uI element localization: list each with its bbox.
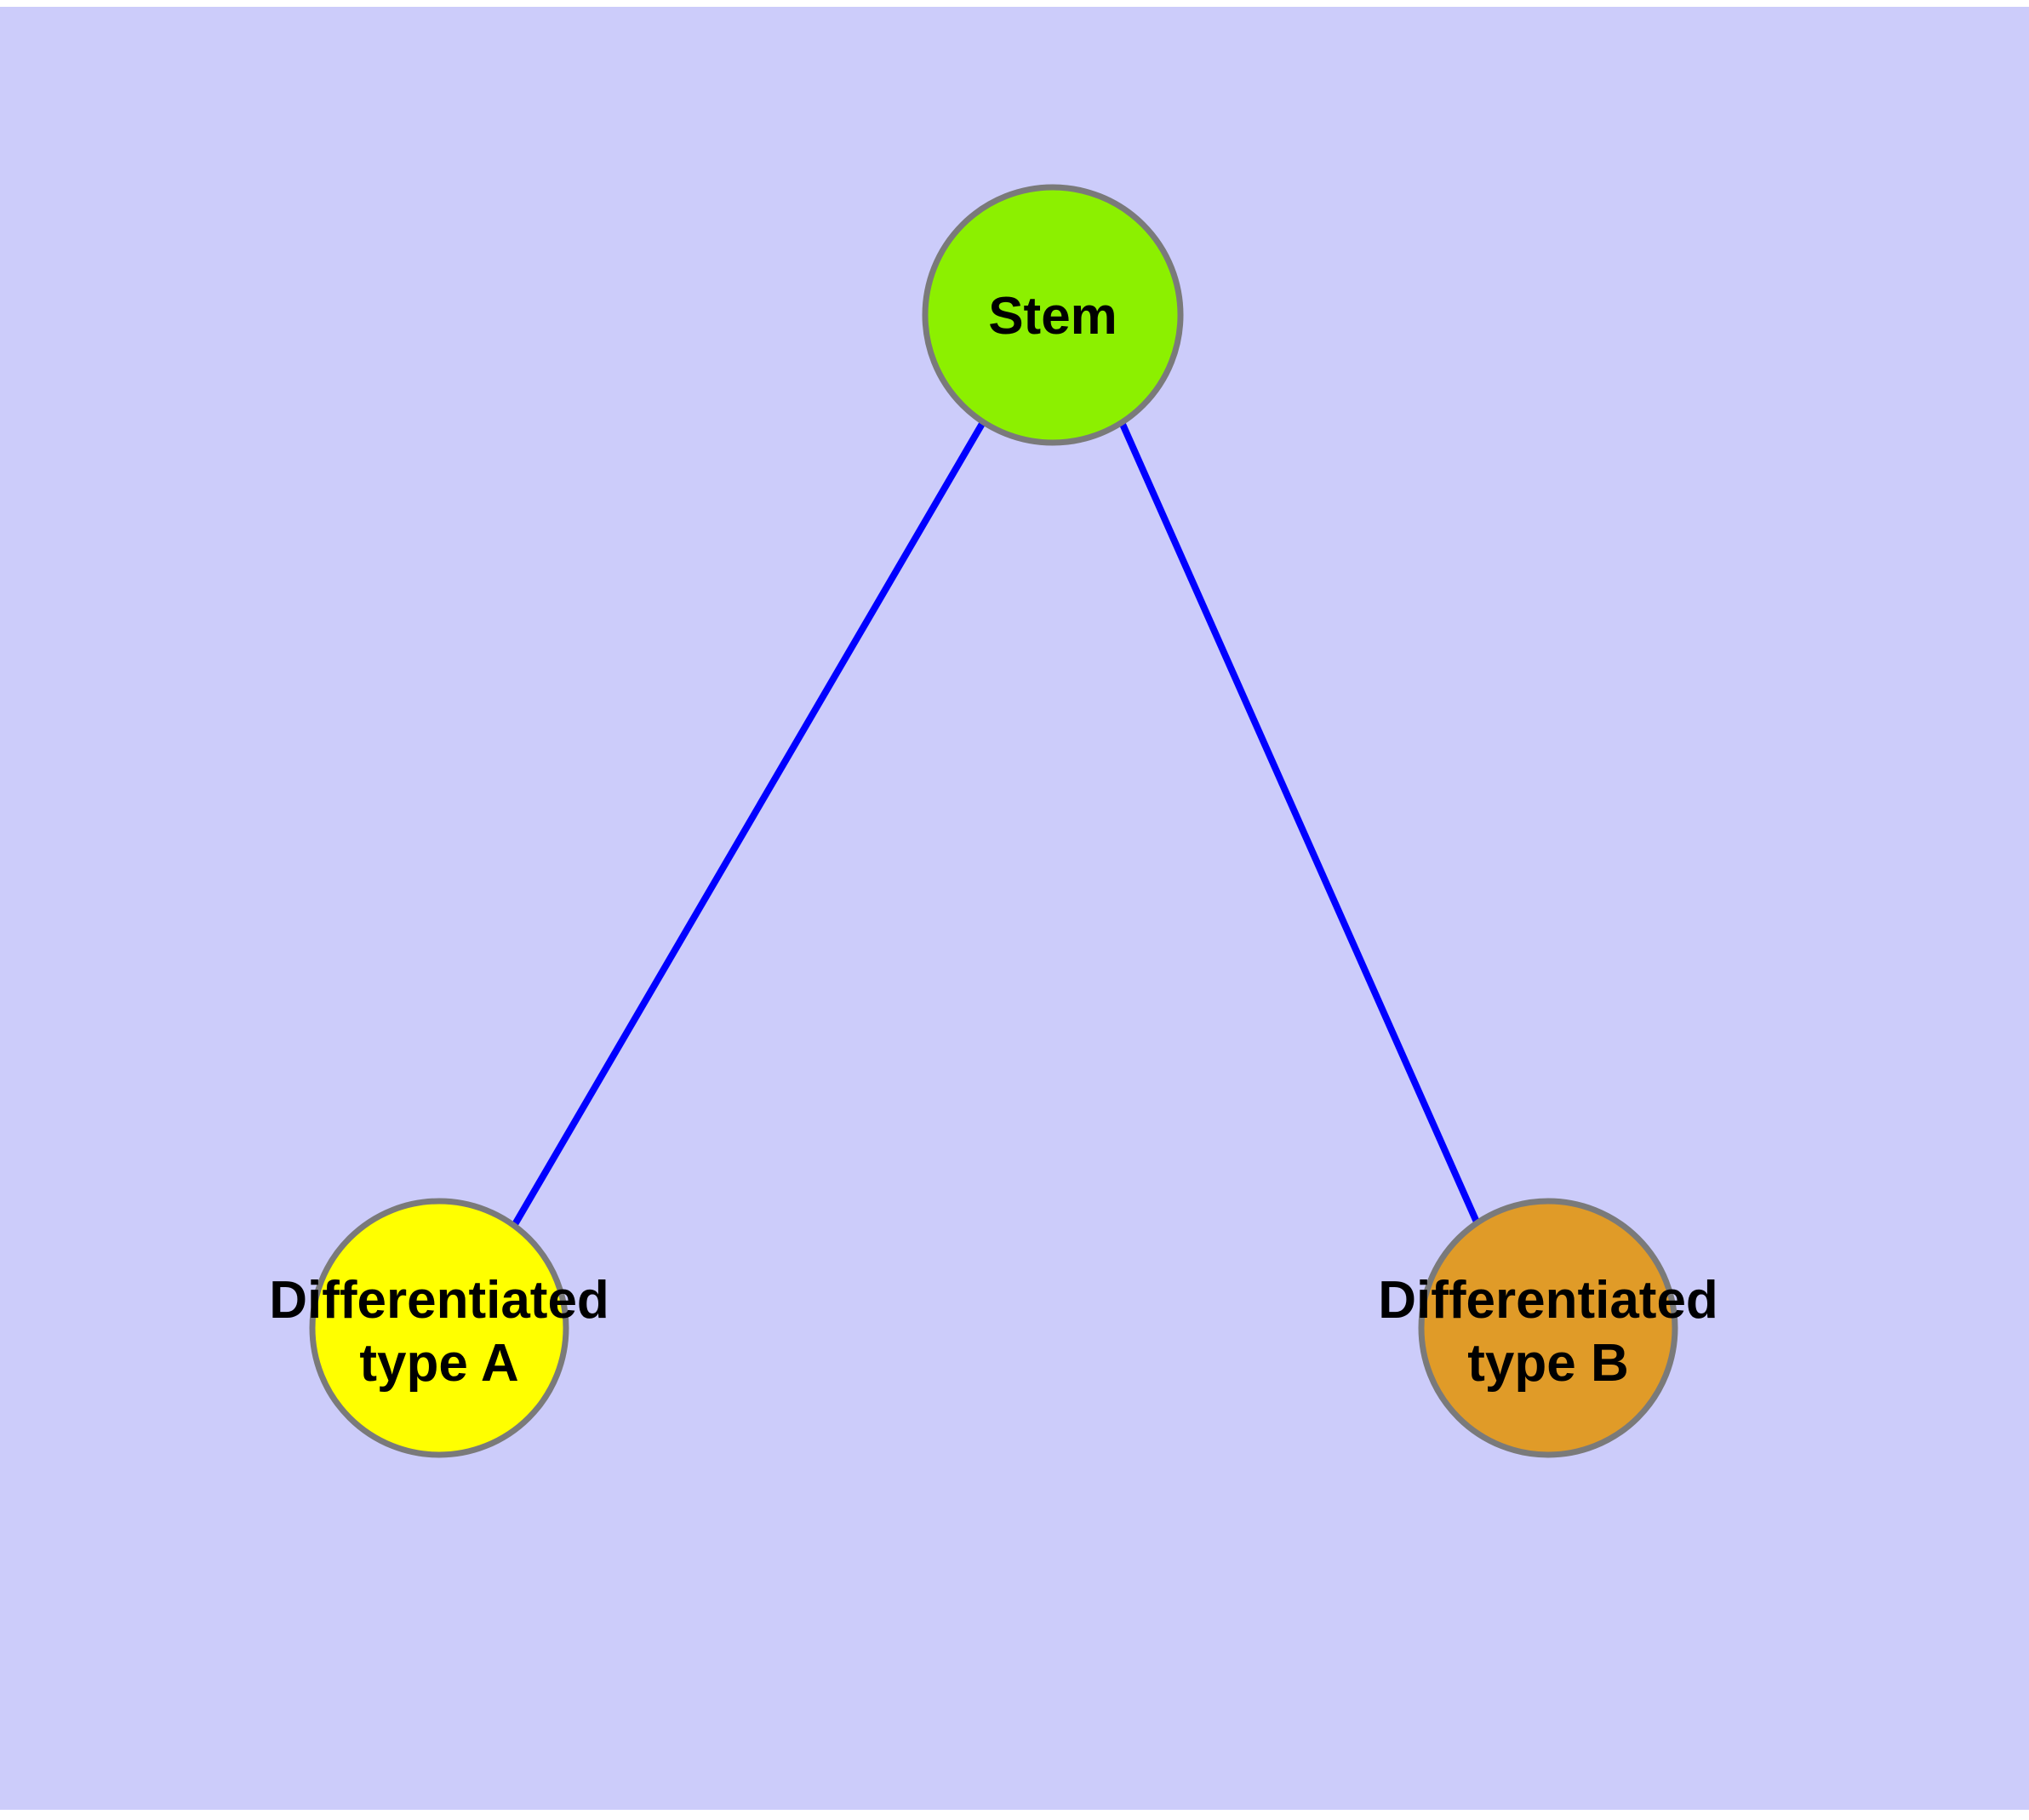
edge-stem-to-differentiated-type-a[interactable]: [511, 420, 986, 1228]
node-differentiated-type-b[interactable]: Differentiated type B: [1378, 1198, 1718, 1458]
node-differentiated-type-a-label-line2: type A: [359, 1334, 518, 1393]
node-differentiated-type-b-label-line1: Differentiated: [1378, 1271, 1718, 1330]
node-differentiated-type-a[interactable]: Differentiated type A: [269, 1198, 609, 1458]
node-stem[interactable]: Stem: [922, 184, 1184, 446]
node-stem-circle[interactable]: [922, 184, 1184, 446]
node-differentiated-type-b-circle[interactable]: [1418, 1198, 1678, 1458]
edge-layer: [511, 420, 1482, 1228]
node-differentiated-type-a-circle[interactable]: [309, 1198, 569, 1458]
edge-stem-to-differentiated-type-b[interactable]: [1118, 421, 1482, 1228]
node-differentiated-type-a-label-line1: Differentiated: [269, 1271, 609, 1330]
node-differentiated-type-b-label-line2: type B: [1467, 1334, 1628, 1393]
node-layer: Stem Differentiated type A Differentiate…: [269, 184, 1718, 1458]
node-stem-label-line1: Stem: [988, 287, 1117, 346]
